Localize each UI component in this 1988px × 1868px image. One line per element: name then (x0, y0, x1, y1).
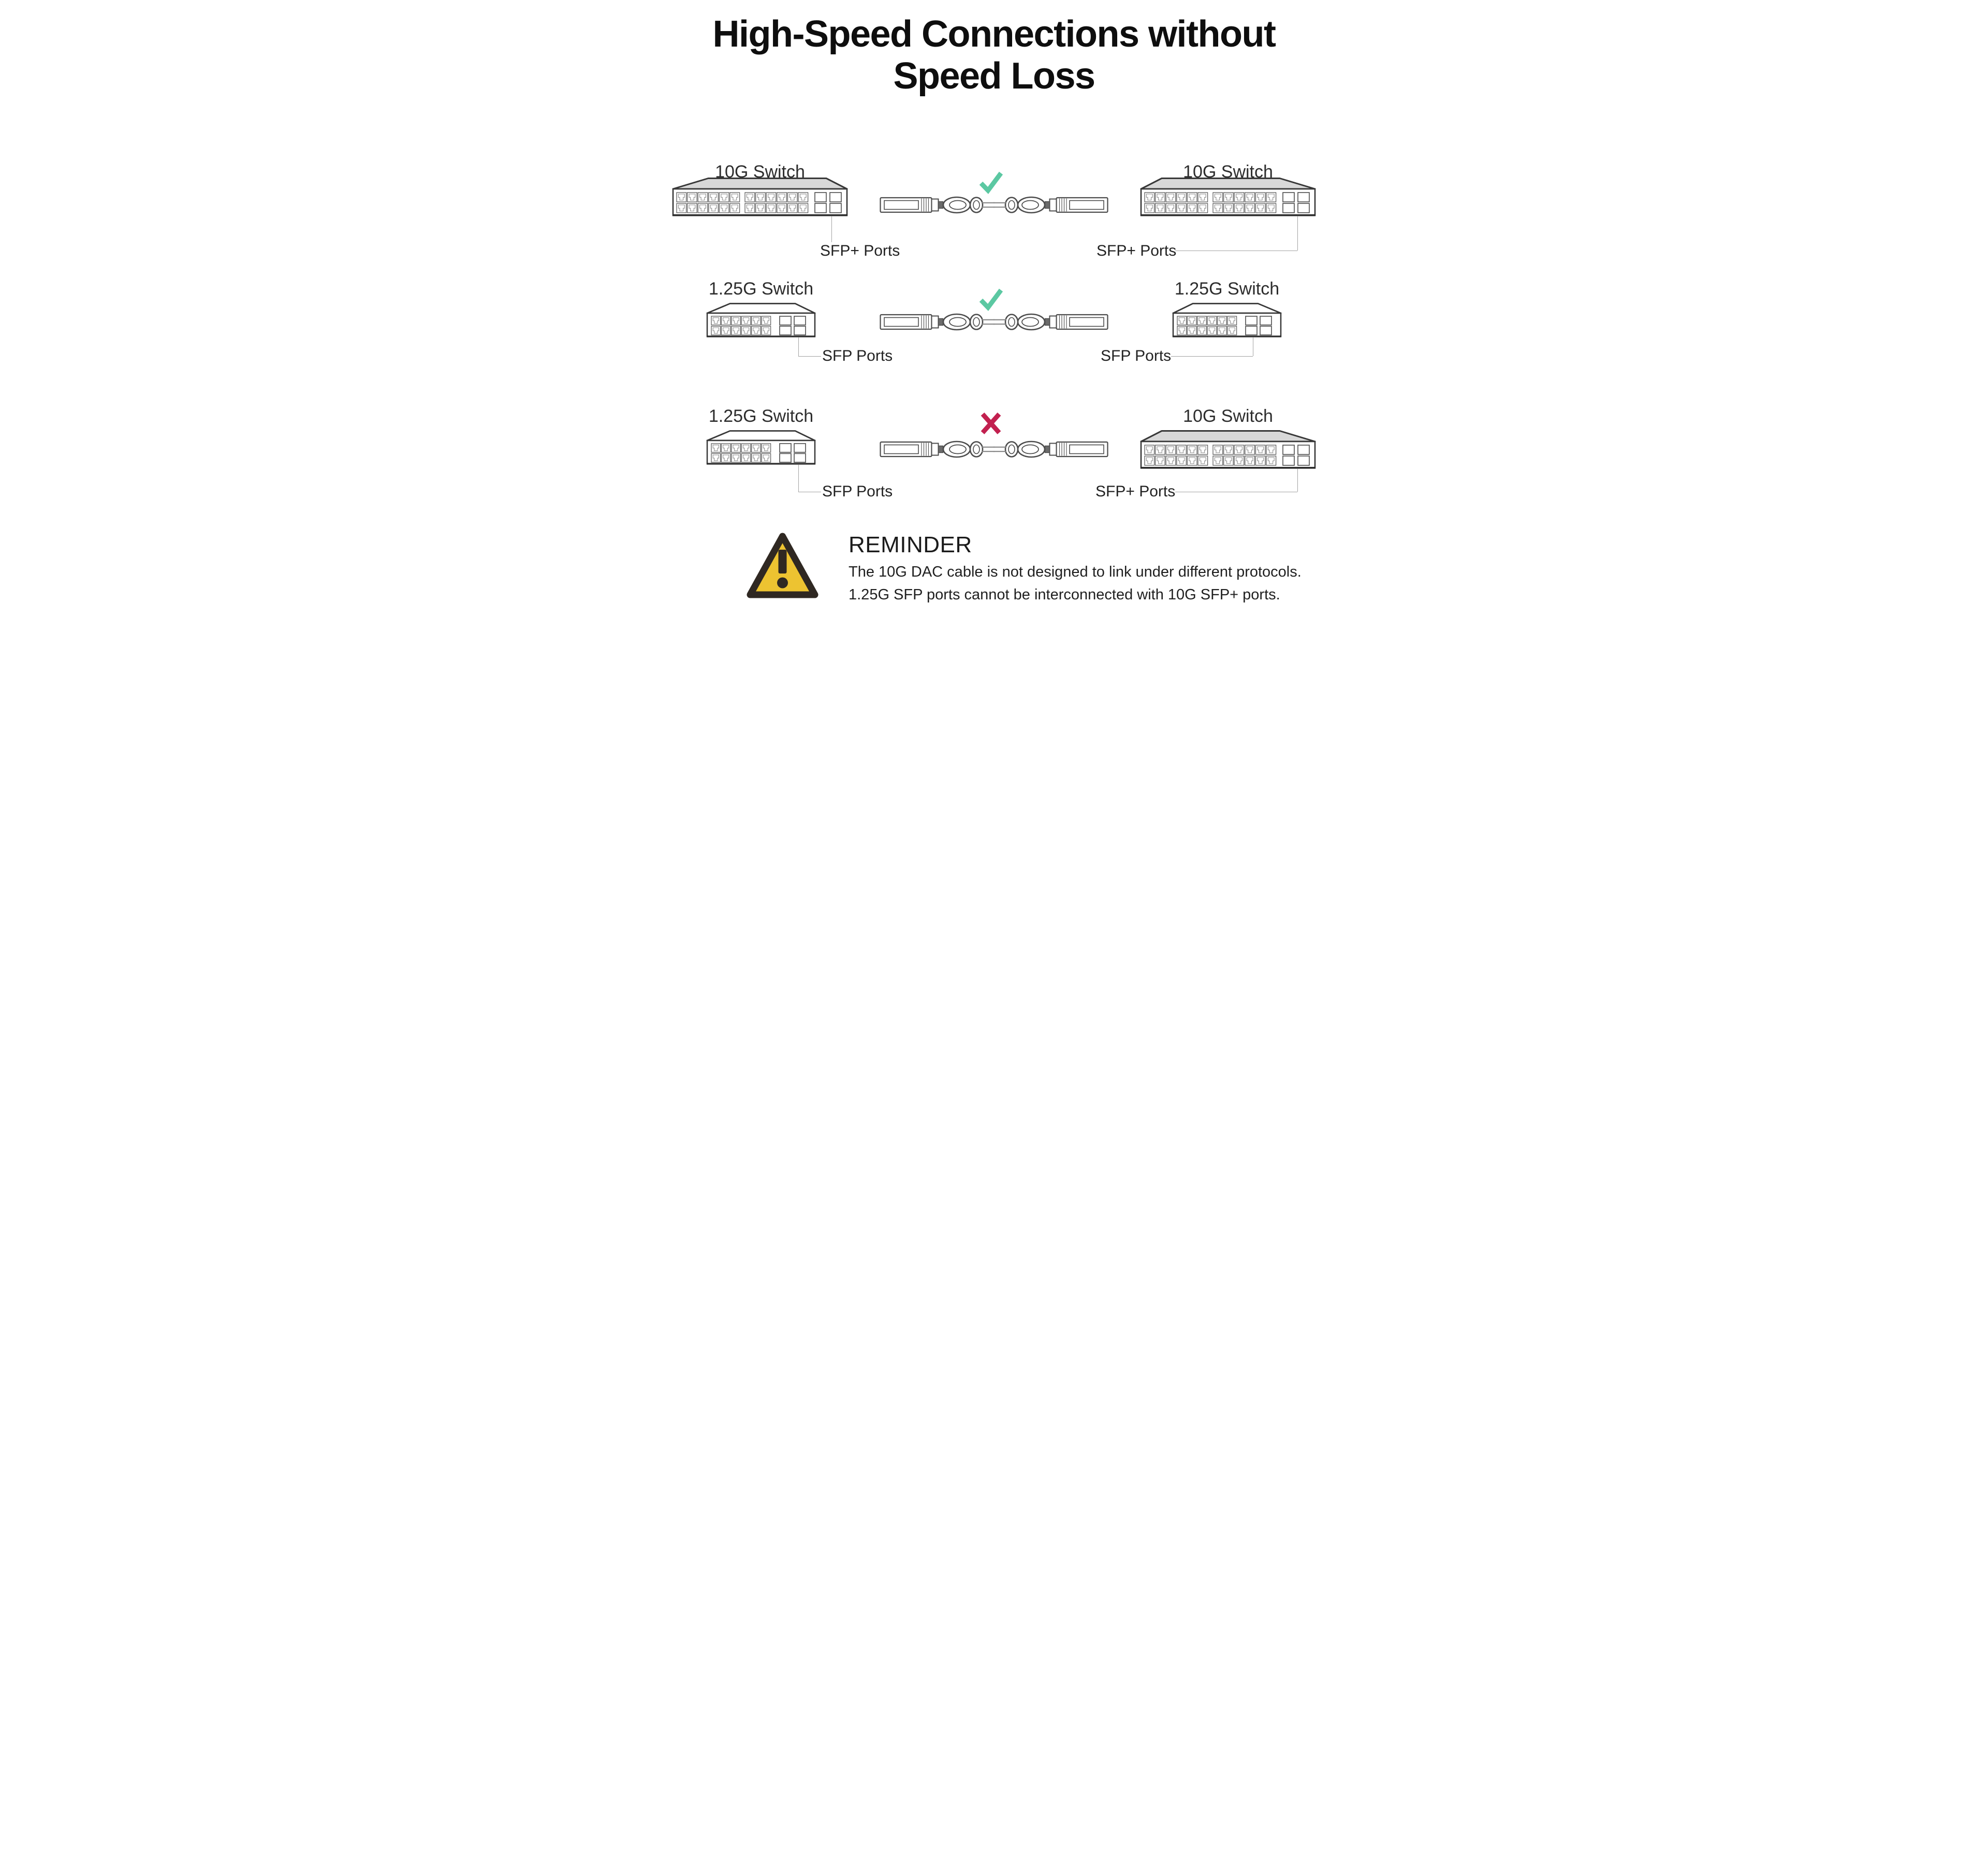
check-icon (978, 170, 1003, 195)
row2-right-switch-label: 1.25G Switch (1174, 279, 1280, 299)
row1-dac-cable-illustration (879, 196, 1109, 214)
label-connector-line (798, 337, 799, 356)
row2-dac-cable-illustration (879, 313, 1109, 331)
row3-dac-cable-illustration (879, 440, 1109, 459)
row1-right-switch-illustration (1140, 177, 1316, 216)
warning-triangle-icon (746, 531, 820, 600)
row3-right-switch-label: 10G Switch (1183, 406, 1273, 426)
row3-left-ports-label: SFP Ports (822, 483, 893, 500)
row2-left-ports-label: SFP Ports (822, 347, 893, 364)
row3-left-switch-illustration (706, 430, 816, 465)
row1-left-switch-illustration (672, 177, 848, 216)
row1-right-ports-label: SFP+ Ports (1097, 242, 1177, 259)
row2-left-switch-illustration (706, 302, 816, 337)
page-title-line2: Speed Loss (893, 55, 1095, 97)
row3-right-ports-label: SFP+ Ports (1095, 483, 1176, 500)
label-connector-line (831, 216, 832, 242)
row3-right-switch-illustration (1140, 430, 1316, 469)
row1-left-ports-label: SFP+ Ports (820, 242, 900, 259)
row2-right-ports-label: SFP Ports (1101, 347, 1172, 364)
cross-icon (978, 411, 1003, 436)
label-connector-line (798, 465, 799, 492)
row3-left-switch-label: 1.25G Switch (708, 406, 814, 426)
label-connector-line (1171, 356, 1253, 357)
label-connector-line (798, 356, 821, 357)
reminder-text-line1: The 10G DAC cable is not designed to lin… (849, 564, 1302, 580)
label-connector-line (1297, 469, 1298, 492)
label-connector-line (1297, 216, 1298, 251)
infographic: High-Speed Connections without Speed Los… (663, 0, 1325, 623)
row2-left-switch-label: 1.25G Switch (708, 279, 814, 299)
page-title: High-Speed Connections without Speed Los… (663, 13, 1325, 97)
reminder-text-line2: 1.25G SFP ports cannot be interconnected… (849, 586, 1280, 603)
reminder-heading: REMINDER (849, 532, 972, 557)
page-title-line1: High-Speed Connections without (712, 13, 1276, 55)
check-icon (978, 287, 1003, 312)
row2-right-switch-illustration (1172, 302, 1282, 337)
